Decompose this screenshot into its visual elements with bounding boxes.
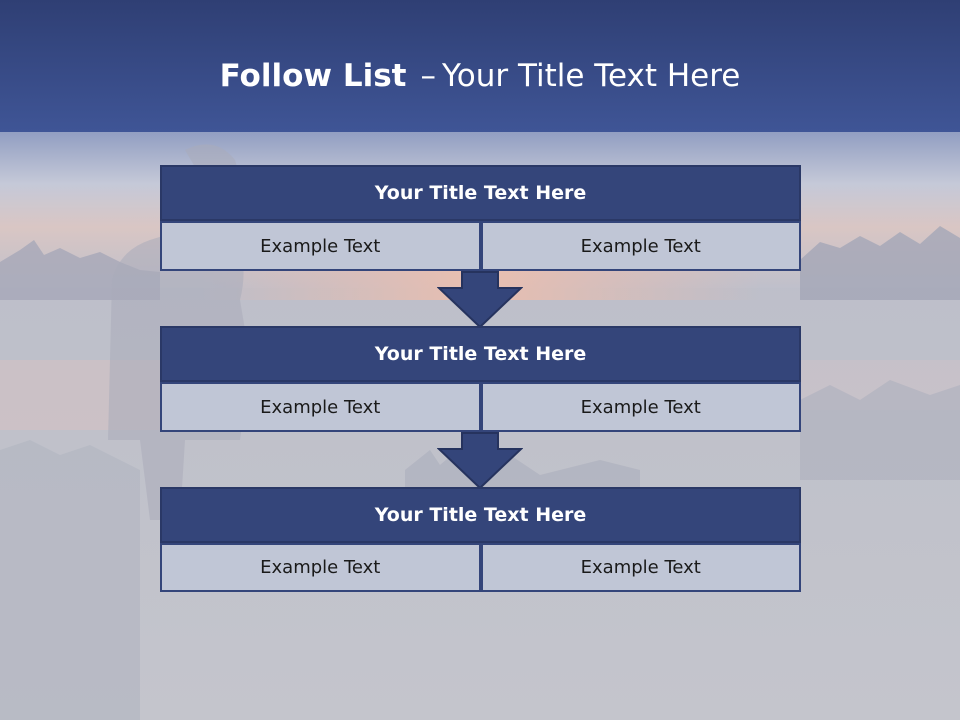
step-title: Your Title Text Here [160, 165, 801, 221]
down-arrow-icon [437, 432, 523, 490]
step-cell-right: Example Text [480, 543, 801, 592]
step-title: Your Title Text Here [160, 487, 801, 543]
step-cell-left: Example Text [160, 221, 481, 271]
step-cell-right: Example Text [480, 221, 801, 271]
step-title: Your Title Text Here [160, 326, 801, 382]
step-cell-left: Example Text [160, 382, 481, 432]
title-dash: – [420, 58, 436, 94]
slide-title: Follow List–Your Title Text Here [0, 54, 960, 98]
title-bold-part: Follow List [219, 58, 407, 94]
title-rest: Your Title Text Here [441, 58, 741, 94]
step-row: Example Text Example Text [160, 221, 801, 271]
step-cell-right: Example Text [480, 382, 801, 432]
step-row: Example Text Example Text [160, 382, 801, 432]
step-cell-left: Example Text [160, 543, 481, 592]
step-block-3: Your Title Text Here Example Text Exampl… [160, 487, 801, 592]
step-block-2: Your Title Text Here Example Text Exampl… [160, 326, 801, 432]
step-row: Example Text Example Text [160, 543, 801, 592]
step-block-1: Your Title Text Here Example Text Exampl… [160, 165, 801, 271]
down-arrow-icon [437, 271, 523, 329]
